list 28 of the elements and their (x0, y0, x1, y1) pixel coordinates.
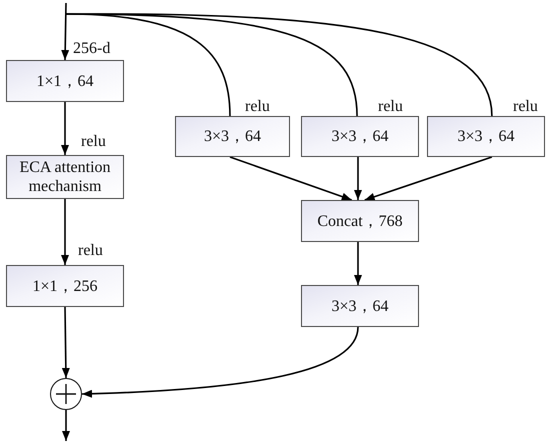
arrow (230, 156, 352, 201)
layer-label: 1×1，256 (31, 276, 99, 296)
arrow (82, 326, 359, 398)
process-box (301, 200, 419, 242)
process-box (175, 116, 290, 157)
layer-label: ECA attention mechanism (18, 158, 112, 196)
arrow (364, 156, 492, 201)
process-box (301, 116, 419, 157)
arrow (354, 242, 362, 285)
layer-label: 3×3，64 (330, 296, 390, 316)
arrow (61, 2, 70, 60)
sum-circle (50, 378, 82, 410)
process-box (6, 265, 124, 307)
arrow (354, 157, 362, 200)
arrow (61, 102, 69, 155)
arrow (62, 410, 70, 441)
process-box (6, 60, 124, 102)
layer-label: 1×1，64 (35, 72, 95, 90)
process-box (301, 285, 419, 327)
layer-label: 3×3，64 (330, 127, 390, 146)
arrow (61, 199, 69, 265)
layer-label: 3×3，64 (456, 127, 516, 146)
arrow (62, 306, 70, 378)
process-box (6, 155, 124, 199)
layer-label: Concat，768 (316, 212, 404, 230)
connector-line (66, 13, 493, 116)
layer-label: 3×3，64 (202, 127, 262, 146)
process-box (427, 116, 545, 157)
